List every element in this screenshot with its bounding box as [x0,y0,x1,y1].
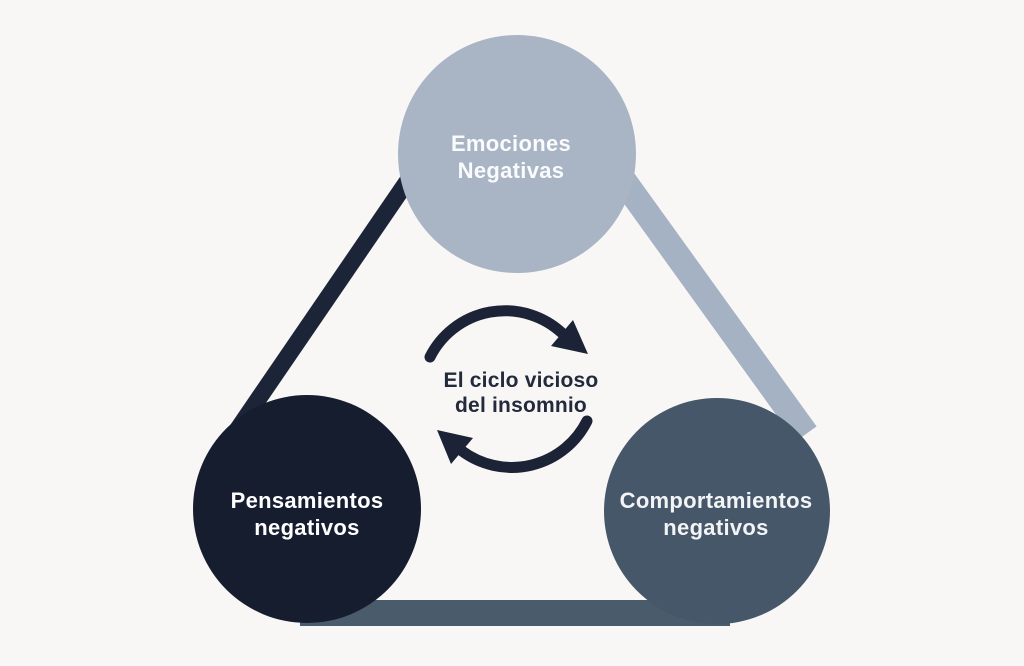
cycle-arrows-icon [424,305,593,473]
cycle-arrowhead-left [437,430,473,464]
node-label-line: negativos [254,515,360,540]
node-label-line: Emociones [450,131,572,156]
cycle-arc-top [424,305,568,363]
node-label-line: Negativas [457,158,565,183]
node-circle-comportamientos [604,398,830,624]
node-circle-emociones [398,35,636,273]
node-label-comportamientos: Comportamientos negativos [590,487,842,541]
node-label-pensamientos: Pensamientos negativos [181,487,433,541]
node-label-line: Pensamientos [230,488,384,513]
node-label-emociones: Emociones Negativas [385,130,637,184]
cycle-arrowhead-right [551,320,588,354]
node-circle-pensamientos [193,395,421,623]
diagram-title: El ciclo vicioso del insomnio [396,368,646,418]
connector-right [612,172,817,442]
triangle-connectors [225,165,817,626]
cycle-arc-bottom [456,415,593,473]
node-label-line: Comportamientos [619,488,813,513]
diagram-title-line: El ciclo vicioso [443,369,599,392]
node-label-line: negativos [663,515,769,540]
connector-left [225,165,423,441]
diagram-title-line: del insomnio [455,394,587,417]
